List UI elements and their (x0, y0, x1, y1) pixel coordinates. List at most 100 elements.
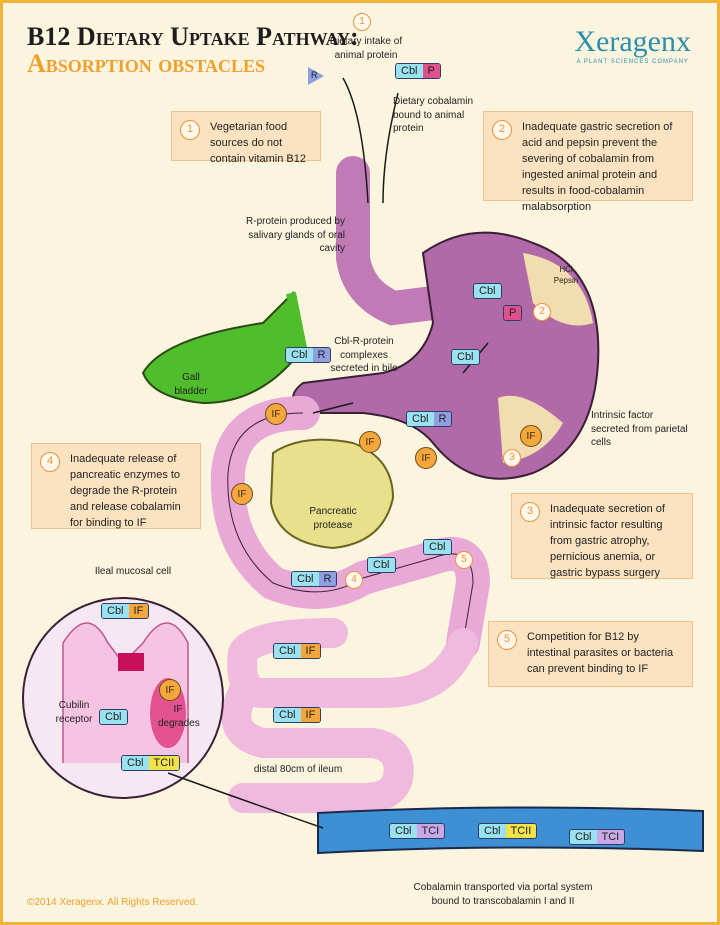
label-r-protein: R-protein produced by salivary glands of… (246, 216, 345, 254)
cbl-label: Cbl (390, 824, 417, 838)
cbl-label: Cbl (274, 644, 301, 658)
obstacle-box-2: 2 Inadequate gastric secretion of acid a… (483, 111, 693, 213)
cbl-label: Cbl (102, 604, 129, 618)
cbl-label: Cbl (286, 348, 313, 362)
box-text: Competition for B12 by intestinal parasi… (527, 631, 674, 675)
label-gall-bladder: Gall bladder (174, 372, 208, 397)
if-molecule-degrading: IF (159, 679, 181, 701)
p-label: P (504, 306, 522, 320)
box-number: 2 (492, 120, 512, 140)
ileum (221, 618, 478, 813)
box-number: 3 (520, 502, 540, 522)
cbl-label: Cbl (407, 412, 434, 426)
label-ileal-cell: Ileal mucosal cell (94, 566, 172, 577)
bile-duct (286, 292, 308, 354)
cbl-molecule-stomach: Cbl (473, 283, 502, 299)
arrow-to-portal (167, 772, 324, 829)
obstacle-box-5: 5 Competition for B12 by intestinal para… (488, 621, 693, 687)
cbl-tci-complex-2: Cbl TCI (569, 829, 626, 845)
cbl-label: Cbl (452, 350, 479, 364)
if-molecule: IF (231, 483, 253, 505)
cbl-if-complex-2: Cbl IF (273, 707, 322, 723)
arrow-stomach-2 (312, 402, 354, 414)
cbl-label: Cbl (474, 284, 501, 298)
logo-tagline: A Plant Sciences Company (576, 59, 689, 65)
if-label: IF (128, 604, 149, 618)
if-molecule: IF (359, 431, 381, 453)
step-marker-3: 3 (503, 449, 521, 467)
cbl-label: Cbl (122, 756, 149, 770)
step-marker-4: 4 (345, 571, 363, 589)
box-text: Inadequate gastric secretion of acid and… (522, 121, 673, 213)
cbl-molecule-freed: Cbl (451, 349, 480, 365)
cbl-r-complex-stomach: Cbl R (406, 411, 453, 427)
p-label: P (422, 64, 440, 78)
copyright: ©2014 Xeragenx. All Rights Reserved. (27, 897, 198, 908)
cbl-tcii-complex: Cbl TCII (478, 823, 538, 839)
cbl-r-complex-duodenum: Cbl R (291, 571, 338, 587)
box-text: Vegetarian food sources do not contain v… (210, 121, 306, 165)
tci-label: TCI (416, 824, 445, 838)
cbl-label: Cbl (368, 558, 395, 572)
logo-name: Xeragenx (574, 25, 691, 58)
label-portal: Cobalamin transported via portal system … (413, 882, 593, 907)
label-if-degrades: IF degrades (158, 704, 200, 729)
r-label: R (318, 572, 337, 586)
title-line-2: Absorption obstacles (27, 49, 266, 79)
r-label: R (312, 348, 331, 362)
pepsin-molecule: P (503, 305, 523, 321)
obstacle-box-3: 3 Inadequate secretion of intrinsic fact… (511, 493, 693, 579)
step-marker-1: 1 (353, 13, 371, 31)
title-line-1: B12 Dietary Uptake Pathway: (27, 22, 359, 51)
cbl-in-cell: Cbl (99, 709, 128, 725)
r-label: R (311, 70, 318, 80)
label-intrinsic-factor: Intrinsic factor secreted from parietal … (591, 410, 688, 448)
step-marker-2: 2 (533, 303, 551, 321)
arrow-intake (342, 77, 369, 204)
if-label: IF (300, 644, 321, 658)
box-number: 1 (180, 120, 200, 140)
label-dietary-cobalamin: Dietary cobalamin bound to animal protei… (393, 96, 474, 134)
cbl-if-in-cell: Cbl IF (101, 603, 150, 619)
label-pancreatic-protease: Pancreatic protease (309, 506, 357, 531)
obstacle-box-1: 1 Vegetarian food sources do not contain… (171, 111, 321, 165)
obstacle-box-4: 4 Inadequate release of pancreatic enzym… (31, 443, 201, 529)
label-cubilin: Cubilin receptor (55, 700, 93, 725)
label-dietary-intake: Dietary intake of animal protein (329, 36, 403, 61)
if-label: IF (300, 708, 321, 722)
cbl-label: Cbl (396, 64, 423, 78)
box-number: 4 (40, 452, 60, 472)
tci-label: TCI (596, 830, 625, 844)
step-marker-5: 5 (455, 551, 473, 569)
if-molecule: IF (415, 447, 437, 469)
box-text: Inadequate secretion of intrinsic factor… (550, 503, 665, 579)
esophagus (336, 156, 450, 326)
if-molecule: IF (265, 403, 287, 425)
label-distal-ileum: distal 80cm of ileum (253, 764, 343, 775)
page-title: B12 Dietary Uptake Pathway: Absorption o… (27, 23, 359, 78)
cbl-label: Cbl (274, 708, 301, 722)
tcii-label: TCII (505, 824, 537, 838)
cbl-p-complex: Cbl P (395, 63, 441, 79)
if-molecule: IF (520, 425, 542, 447)
cbl-if-complex: Cbl IF (273, 643, 322, 659)
cbl-label: Cbl (100, 710, 127, 724)
cbl-tci-complex: Cbl TCI (389, 823, 446, 839)
cbl-tcii-in-cell: Cbl TCII (121, 755, 181, 771)
cbl-label: Cbl (479, 824, 506, 838)
cbl-label: Cbl (292, 572, 319, 586)
r-label: R (433, 412, 452, 426)
cbl-label: Cbl (424, 540, 451, 554)
tcii-label: TCII (148, 756, 180, 770)
label-hcl-pepsin: HCl Pepsin (553, 265, 579, 285)
box-text: Inadequate release of pancreatic enzymes… (70, 453, 181, 529)
r-protein-molecule: R (308, 67, 324, 85)
cubilin-receptor-shape (118, 653, 144, 671)
arrow-cobalamin (382, 92, 399, 204)
label-cbl-r-complex: Cbl-R-protein complexes secreted in bile (330, 336, 398, 374)
cbl-molecule-duodenum: Cbl (367, 557, 396, 573)
logo: Xeragenx A Plant Sciences Company (574, 25, 691, 65)
cbl-label: Cbl (570, 830, 597, 844)
gall-bladder-shape (141, 290, 305, 405)
